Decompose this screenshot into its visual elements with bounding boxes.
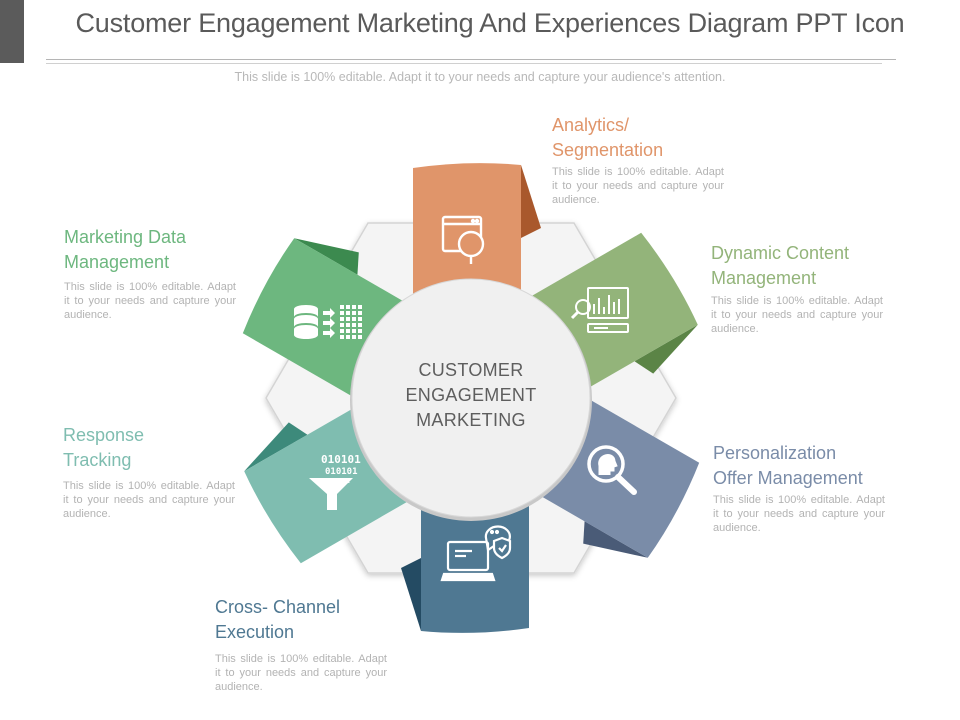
segment-fold xyxy=(634,324,698,374)
label-title-line: Execution xyxy=(215,622,295,642)
center-label-line: CUSTOMER xyxy=(418,360,524,380)
segment-strip xyxy=(421,496,529,633)
label-response-tracking-title: Response Tracking xyxy=(63,423,144,473)
segment-fold xyxy=(294,238,359,275)
center-label: CUSTOMER ENGAGEMENT MARKETING xyxy=(366,358,576,433)
segment-cross-channel xyxy=(401,496,529,633)
label-analytics-title: Analytics/ Segmentation xyxy=(552,113,663,163)
title-divider-secondary xyxy=(46,63,882,64)
label-personalization-description: This slide is 100% editable. Adapt it to… xyxy=(713,494,885,534)
svg-text:010101: 010101 xyxy=(321,453,361,466)
monitor-chart-search-icon xyxy=(570,287,629,333)
segment-fold xyxy=(521,165,541,238)
head-magnifier-icon xyxy=(587,445,637,495)
label-title-line: Management xyxy=(711,268,817,288)
title-divider xyxy=(46,59,896,60)
browser-magnifier-icon xyxy=(441,215,485,264)
slide-title: Customer Engagement Marketing And Experi… xyxy=(75,8,905,38)
label-title-line: Offer Management xyxy=(713,468,863,488)
label-title-line: Segmentation xyxy=(552,140,664,160)
label-title-line: Analytics/ xyxy=(552,115,630,135)
label-personalization-title: Personalization Offer Management xyxy=(713,441,863,491)
label-title-line: Marketing Data xyxy=(64,227,187,247)
segment-fold xyxy=(244,422,308,472)
database-grid-icon xyxy=(294,305,362,339)
label-cross-channel-title: Cross- Channel Execution xyxy=(215,595,340,645)
segment-fold xyxy=(401,558,421,631)
label-title-line: Dynamic Content xyxy=(711,243,850,263)
label-title-line: Tracking xyxy=(63,450,132,470)
label-marketing-data-description: This slide is 100% editable. Adapt it to… xyxy=(64,281,236,321)
center-circle xyxy=(351,278,591,518)
label-cross-channel-description: This slide is 100% editable. Adapt it to… xyxy=(215,653,387,693)
label-dynamic-content-title: Dynamic Content Management xyxy=(711,241,849,291)
center-label-line: MARKETING xyxy=(416,410,526,430)
label-title-line: Management xyxy=(64,252,170,272)
segment-fold xyxy=(583,521,648,558)
binary-funnel-icon: 010101 010101 10101 xyxy=(309,453,361,510)
label-title-line: Personalization xyxy=(713,443,837,463)
laptop-chat-shield-icon xyxy=(440,525,512,582)
label-dynamic-content-description: This slide is 100% editable. Adapt it to… xyxy=(711,295,883,335)
label-analytics-description: This slide is 100% editable. Adapt it to… xyxy=(552,166,724,206)
slide-subtitle: This slide is 100% editable. Adapt it to… xyxy=(234,70,726,84)
label-title-line: Cross- Channel xyxy=(215,597,341,617)
label-response-tracking-description: This slide is 100% editable. Adapt it to… xyxy=(63,480,235,520)
label-marketing-data-title: Marketing Data Management xyxy=(64,225,186,275)
center-label-line: ENGAGEMENT xyxy=(405,385,537,405)
label-title-line: Response xyxy=(63,425,145,445)
corner-accent-tab xyxy=(0,0,24,63)
svg-text:010101: 010101 xyxy=(325,467,358,477)
grid-cells xyxy=(340,305,362,339)
